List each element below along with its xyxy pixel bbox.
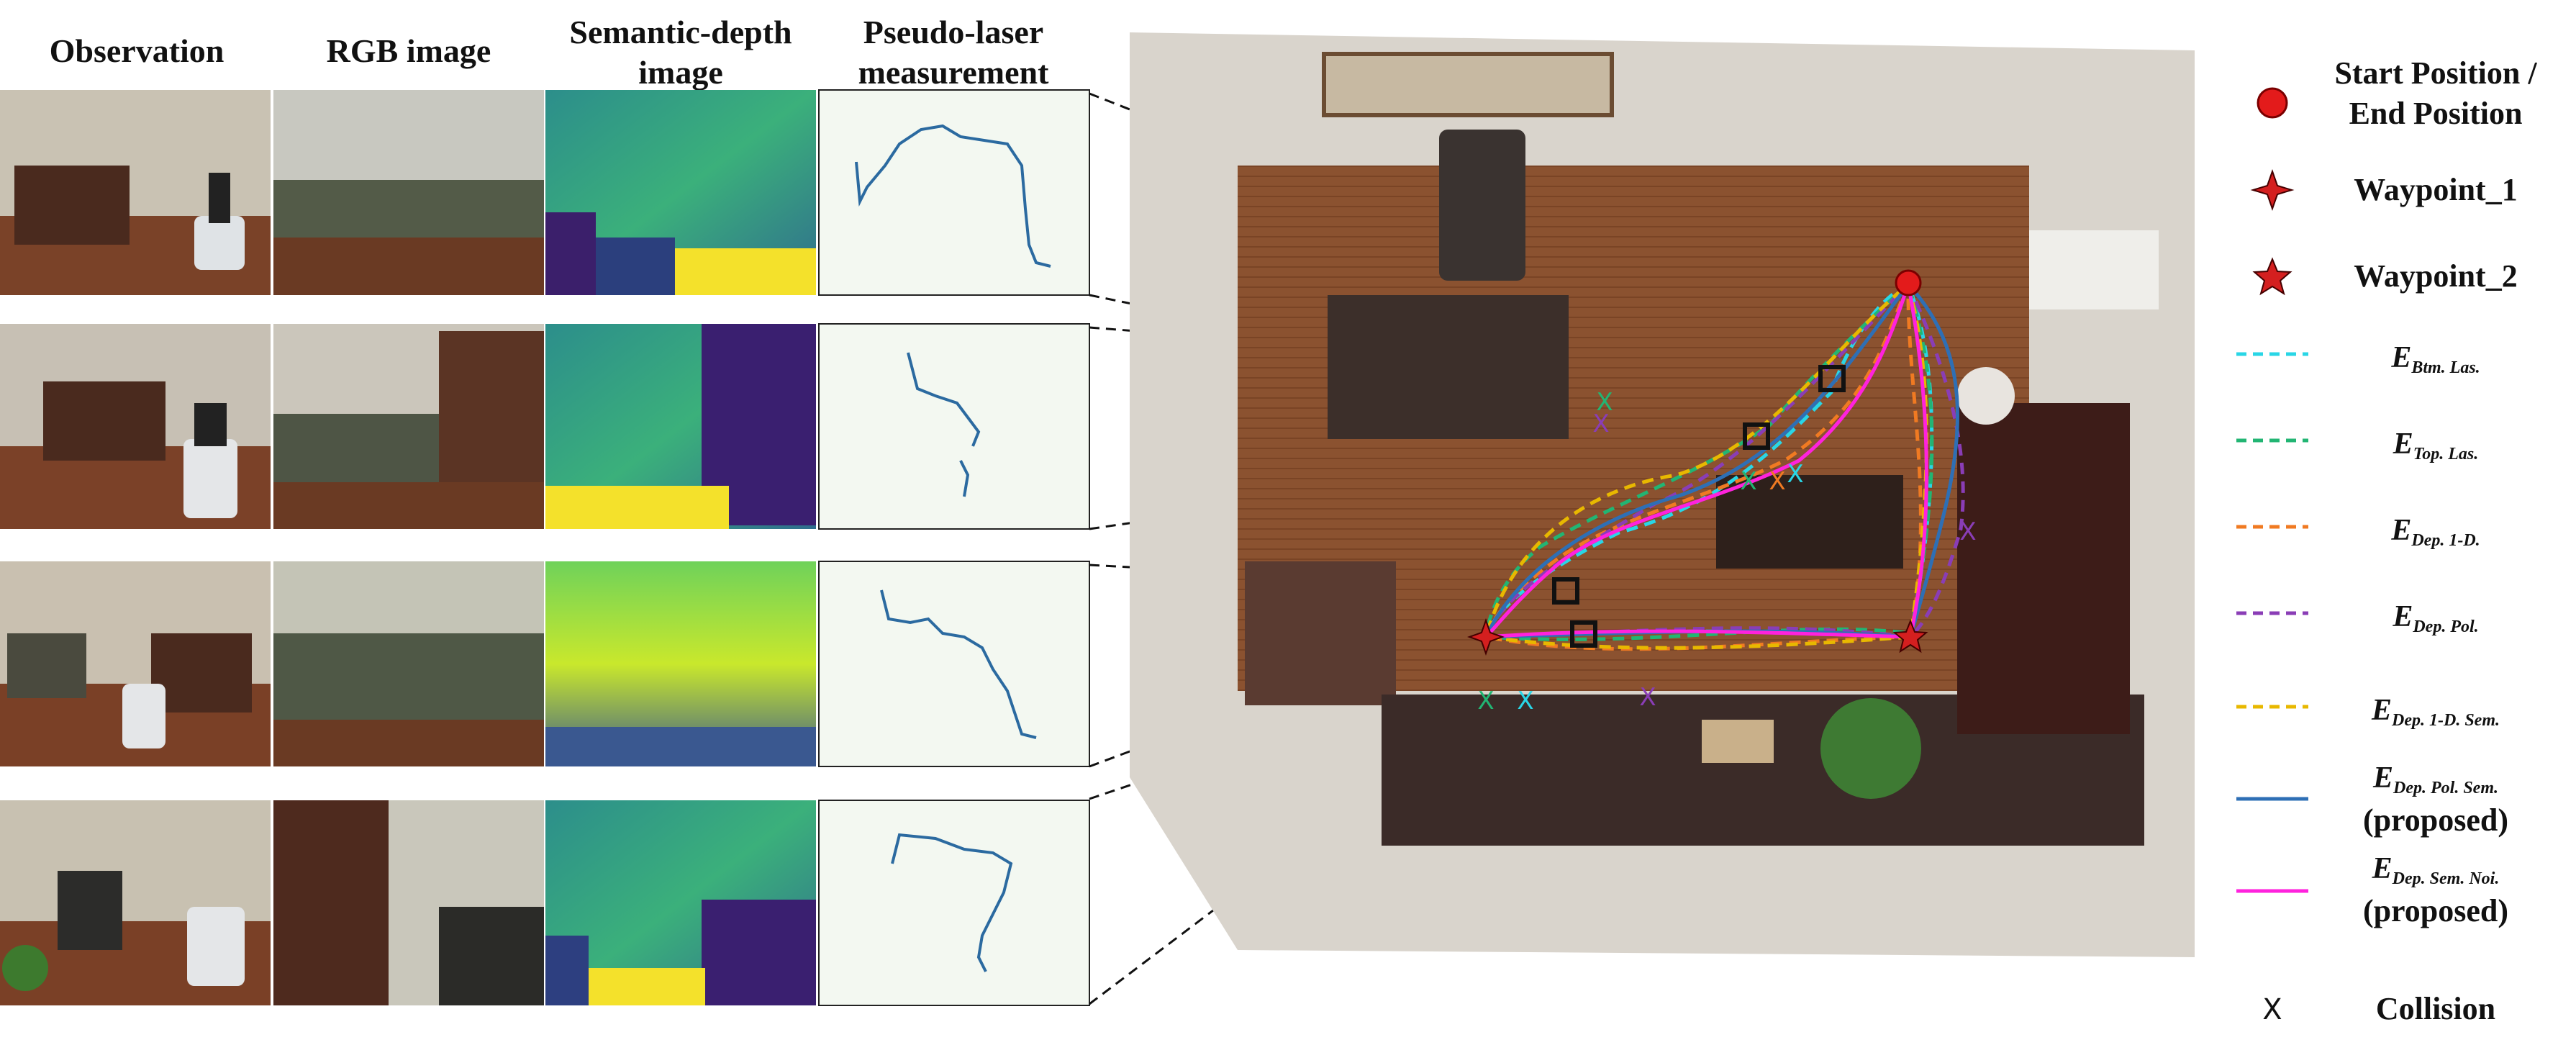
legend-waypoint-2: Waypoint_2: [2354, 258, 2517, 294]
header-pseudo-laser-line2: measurement: [858, 54, 1050, 91]
legend-collision: Collision: [2376, 991, 2495, 1026]
pseudo-laser-plot-4: [818, 800, 1090, 1006]
rgb-photo-1: [273, 90, 544, 295]
rgb-photo-2: [273, 324, 544, 529]
svg-text:X: X: [1596, 388, 1613, 417]
pseudo-laser-plot-2: [818, 323, 1090, 530]
semantic-depth-image-4: [545, 800, 816, 1005]
rgb-photo-3: [273, 561, 544, 766]
waypoint-2-marker: [1892, 619, 1928, 653]
header-semantic-depth-line2: image: [638, 54, 723, 91]
svg-text:EDep. 1-D. Sem.: EDep. 1-D. Sem.: [2371, 694, 2500, 730]
row-4: [0, 800, 1090, 1006]
collision-markers: X X X X X X X X X: [1477, 388, 1976, 715]
start-end-position-marker: [1895, 269, 1922, 297]
legend-item-btm-las: EBtm. Las.: [2236, 341, 2480, 377]
legend-waypoint-1: Waypoint_1: [2354, 172, 2517, 207]
legend-item-dep-pol: EDep. Pol.: [2236, 600, 2479, 636]
svg-text:X: X: [1639, 683, 1656, 712]
pseudo-laser-plot-1: [818, 89, 1090, 296]
legend-start-line2: End Position: [2349, 96, 2523, 131]
legend-waypoint-2-marker: [2252, 257, 2292, 296]
pseudo-laser-plot-3: [818, 561, 1090, 767]
row-2: [0, 323, 1090, 530]
legend-collision-marker: X: [2262, 993, 2282, 1026]
svg-text:X: X: [1592, 410, 1609, 438]
svg-text:EDep. Sem. Noi.: EDep. Sem. Noi.: [2372, 852, 2500, 888]
observation-photo-1: [0, 90, 271, 295]
svg-text:X: X: [1959, 517, 1976, 546]
header-rgb-image: RGB image: [327, 32, 491, 69]
legend-item-top-las: ETop. Las.: [2236, 428, 2478, 463]
legend-start-line1: Start Position /: [2334, 55, 2537, 91]
header-observation: Observation: [50, 32, 225, 69]
legend: Start Position / End Position Waypoint_1…: [2236, 55, 2537, 1026]
legend-waypoint-1-marker: [2250, 168, 2295, 212]
observation-photo-3: [0, 561, 271, 766]
svg-text:EBtm. Las.: EBtm. Las.: [2390, 341, 2480, 377]
room-map: [1130, 32, 2195, 957]
legend-item-dep-1d-sem: EDep. 1-D. Sem.: [2236, 694, 2500, 730]
legend-item-dep-1d: EDep. 1-D.: [2236, 514, 2480, 550]
waypoint-1-marker: [1466, 618, 1505, 656]
rgb-photo-4: [273, 800, 544, 1005]
row-1: [0, 89, 1090, 296]
semantic-depth-image-2: [545, 324, 816, 529]
row-3: [0, 561, 1090, 767]
observation-location-boxes: [1552, 365, 1846, 648]
svg-text:X: X: [1787, 460, 1803, 489]
legend-start-marker: [2257, 87, 2288, 119]
svg-text:EDep. Pol. Sem.: EDep. Pol. Sem.: [2372, 761, 2498, 797]
header-pseudo-laser-line1: Pseudo-laser: [863, 14, 1043, 50]
semantic-depth-image-1: [545, 90, 816, 295]
svg-text:ETop. Las.: ETop. Las.: [2393, 428, 2478, 463]
legend-proposed-2: (proposed): [2363, 893, 2508, 928]
observation-photo-4: [0, 800, 271, 1005]
svg-text:X: X: [1740, 467, 1756, 496]
svg-text:X: X: [1477, 687, 1494, 715]
svg-text:EDep. Pol.: EDep. Pol.: [2392, 600, 2478, 636]
legend-item-dep-sem-noi: EDep. Sem. Noi. (proposed): [2236, 852, 2508, 928]
svg-text:EDep. 1-D.: EDep. 1-D.: [2390, 514, 2480, 550]
semantic-depth-image-3: [545, 561, 816, 766]
header-semantic-depth-line1: Semantic-depth: [569, 14, 792, 50]
observation-photo-2: [0, 324, 271, 529]
svg-text:X: X: [1517, 687, 1533, 715]
svg-text:X: X: [1769, 467, 1785, 496]
legend-item-dep-pol-sem: EDep. Pol. Sem. (proposed): [2236, 761, 2508, 838]
legend-proposed-1: (proposed): [2363, 802, 2508, 838]
trajectory-top-las: [1484, 283, 1934, 641]
